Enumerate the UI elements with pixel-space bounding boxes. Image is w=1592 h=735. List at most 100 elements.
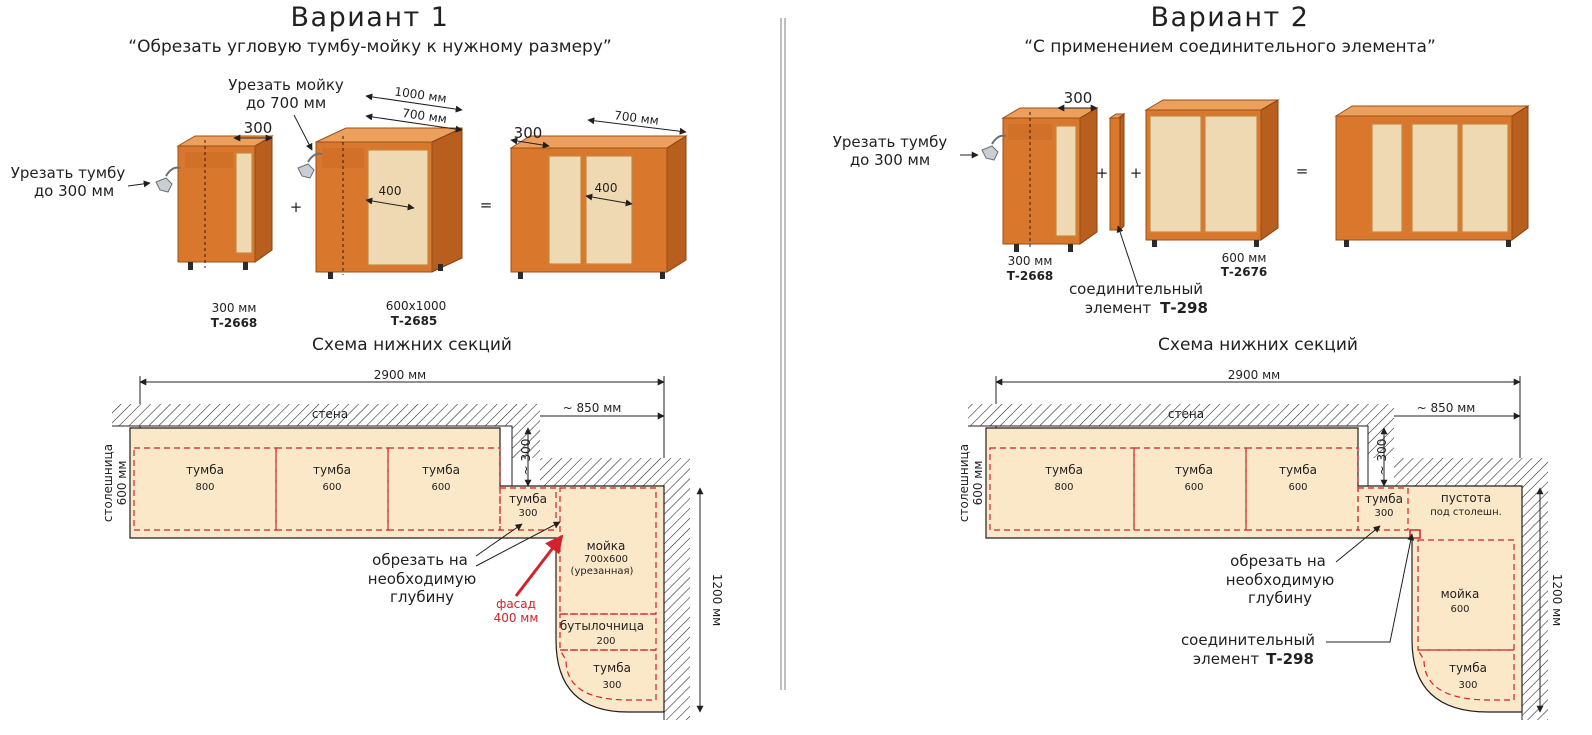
faucet-icon [981,134,1007,161]
v1-cut-label-line3: глубину [390,588,454,606]
v1-cut-sink-note-line1: Урезать мойку [228,76,344,94]
v1-result-dim-400: 400 [595,181,618,195]
v1-cut-label-line2: необходимую [368,570,476,588]
v2-joint-scheme-code: Т-298 [1266,650,1314,668]
v2-cabinet-300 [1001,107,1099,252]
v2-cab-e-size: 300 [1458,680,1477,691]
v2-countertop-label: столешница [957,444,971,522]
v1-cab2-code: Т-2685 [391,314,438,328]
v2-cab-a-size: 800 [1054,482,1073,493]
v1-cab-b-name: тумба [313,463,351,477]
v1-cab-d-name: тумба [509,492,547,506]
v2-cab-a-name: тумба [1045,463,1083,477]
v2-cab-d-name: тумба [1365,492,1403,506]
v2-sink-size: 600 [1450,604,1469,615]
v1-dim-300: 300 [244,119,273,137]
v2-cab-d-size: 300 [1374,508,1393,519]
v2-dim-300: 300 [1064,89,1093,107]
v1-cab-b-size: 600 [322,482,341,493]
v2-plus-1: + [1096,164,1109,182]
v1-equals: = [480,196,493,214]
v2-cabinet-600 [1144,99,1280,247]
v1-dim-1000: 1000 мм [394,84,448,105]
v1-sink-name: мойка [587,539,626,553]
v2-cab-c-size: 600 [1288,482,1307,493]
v1-dim-850: ~ 850 мм [563,401,622,415]
v1-scheme-title: Схема нижних секций [312,335,512,355]
v1-dim-300-depth: ~ 300 [519,439,533,476]
v2-cab1-code: Т-2668 [1007,269,1054,283]
v1-cab-a-name: тумба [186,463,224,477]
v1-result-corner-unit [509,135,688,279]
v2-cab1-size: 300 мм [1008,254,1053,268]
v1-countertop-label: столешница [101,444,115,522]
v2-cab2-size: 600 мм [1222,251,1267,265]
faucet-icon [297,152,323,179]
variant1-title: Вариант 1 [291,2,450,33]
v1-cut-cab-note-line1: Урезать тумбу [11,164,126,182]
v2-cab2-code: Т-2676 [1221,265,1268,279]
v2-equals: = [1296,162,1309,180]
v2-cab-b-size: 600 [1184,482,1203,493]
v2-cab-b-name: тумба [1175,463,1213,477]
v2-cut-label-line3: глубину [1248,589,1312,607]
v1-facade-size: 400 мм [494,611,539,625]
v1-result-dim-300: 300 [514,124,543,142]
v1-bottle-name: бутылочница [560,619,644,633]
v1-cab2-size: 600x1000 [386,299,447,313]
v2-joint-scheme-line1: соединительный [1181,631,1315,649]
v2-wall-label: стена [1168,407,1204,421]
v1-sink-note: (урезанная) [571,566,634,577]
center-divider [780,18,786,690]
v1-floor-plan: 2900 мм ~ 850 мм стена тумба 800 тумба 6… [101,368,724,720]
v1-cab-e-size: 300 [602,680,621,691]
v2-cut-label-line2: необходимую [1226,571,1334,589]
v1-cabinet-300 [176,135,274,270]
v1-cab1-code: Т-2668 [211,316,258,330]
variant1-subtitle: “Обрезать угловую тумбу-мойку к нужному … [128,37,611,57]
v2-cut-cab-note-line2: до 300 мм [850,151,930,169]
v2-joint-label-line2: элемент [1085,299,1151,317]
v1-dim-overall: 2900 мм [374,368,426,382]
v2-void-label-line2: под столешн. [1430,507,1502,518]
v1-cut-sink-note-line2: до 700 мм [246,94,326,112]
v2-void-label: пустота [1441,491,1491,505]
faucet-icon [155,166,181,193]
v1-dim-700: 700 мм [401,106,447,126]
v1-wall-label: стена [312,407,348,421]
v2-result-corner-unit [1334,105,1530,247]
v1-cab-e-name: тумба [593,661,631,675]
v2-cab-c-name: тумба [1279,463,1317,477]
v1-cab-c-name: тумба [422,463,460,477]
v2-dim-1200: 1200 мм [1550,574,1564,626]
v2-joint-code: Т-298 [1160,299,1208,317]
v1-sink-size: 700x600 [584,554,628,565]
v1-result-dim-700: 700 мм [613,108,659,127]
v2-plus-2: + [1130,164,1143,182]
v1-countertop-depth: 600 мм [115,461,129,506]
v1-cab1-size: 300 мм [212,301,257,315]
v1-cab-a-size: 800 [195,482,214,493]
v2-cut-cab-note-line1: Урезать тумбу [833,133,948,151]
v2-countertop-depth: 600 мм [971,461,985,506]
v1-cab-c-size: 600 [431,482,450,493]
v2-cut-label-line1: обрезать на [1230,552,1326,570]
v2-dim-850: ~ 850 мм [1417,401,1476,415]
v1-facade-label: фасад [496,597,536,611]
variant2-subtitle: “С применением соединительного элемента” [1024,37,1436,57]
v2-scheme-title: Схема нижних секций [1158,335,1358,355]
v1-plus: + [290,198,303,216]
v2-joint-label-line1: соединительный [1069,280,1203,298]
v1-bottle-size: 200 [596,636,615,647]
v1-cut-label-line1: обрезать на [372,551,468,569]
v1-dim-1200: 1200 мм [710,574,724,626]
v2-joint-scheme-line2: элемент [1193,650,1259,668]
v2-dim-300-depth: ~ 300 [1375,439,1389,476]
v1-cut-cab-note-line2: до 300 мм [34,182,114,200]
v2-floor-plan: 2900 мм ~ 850 мм стена тумба 800 тумба 6… [957,368,1564,720]
v2-sink-name: мойка [1441,587,1480,601]
v2-cab-e-name: тумба [1449,661,1487,675]
v2-dim-overall: 2900 мм [1228,368,1280,382]
v2-joint-element [1108,112,1126,232]
